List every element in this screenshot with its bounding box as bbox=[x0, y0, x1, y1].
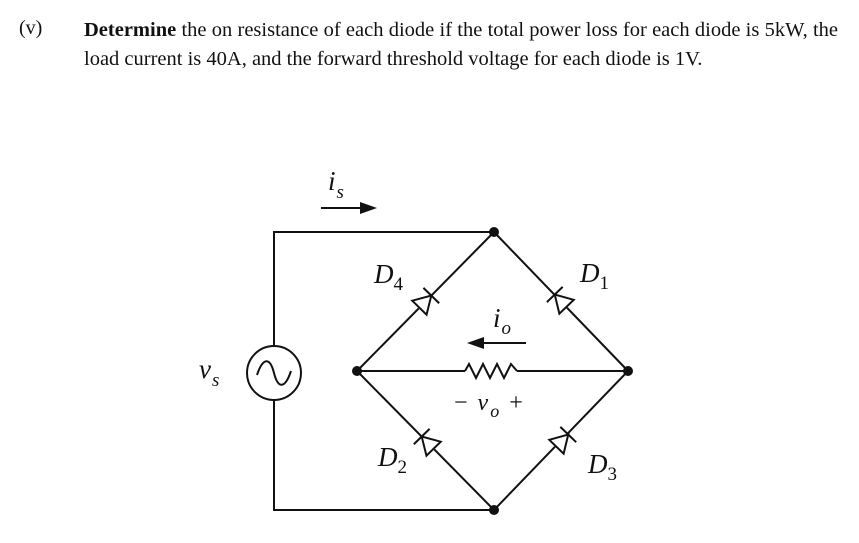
node-top bbox=[489, 227, 499, 237]
node-bottom bbox=[489, 505, 499, 515]
ac-source bbox=[246, 345, 302, 401]
diode-d1-label: D1 bbox=[579, 258, 609, 294]
load-current-arrow bbox=[467, 337, 526, 349]
diode-d2-label: D2 bbox=[377, 442, 407, 478]
node-right bbox=[623, 366, 633, 376]
diode-d2 bbox=[411, 426, 445, 460]
load-resistor bbox=[464, 361, 518, 381]
diode-d4-label: D4 bbox=[373, 259, 404, 295]
diode-d1 bbox=[544, 284, 578, 318]
source-current-arrow bbox=[321, 202, 377, 214]
source-bottom-wire bbox=[273, 400, 494, 511]
node-left bbox=[352, 366, 362, 376]
diode-d3 bbox=[545, 424, 579, 458]
question-number: (v) bbox=[19, 17, 43, 39]
source-voltage-label: vs bbox=[199, 354, 219, 391]
question-body: the on resistance of each diode if the t… bbox=[84, 19, 838, 70]
load-current-label: io bbox=[493, 303, 511, 339]
question-keyword: Determine bbox=[84, 19, 177, 41]
question-text: Determine the on resistance of each diod… bbox=[84, 16, 838, 74]
source-top-wire bbox=[273, 231, 494, 346]
source-current-label: is bbox=[328, 166, 344, 203]
diode-d3-label: D3 bbox=[587, 449, 617, 485]
diode-d4 bbox=[408, 285, 442, 319]
